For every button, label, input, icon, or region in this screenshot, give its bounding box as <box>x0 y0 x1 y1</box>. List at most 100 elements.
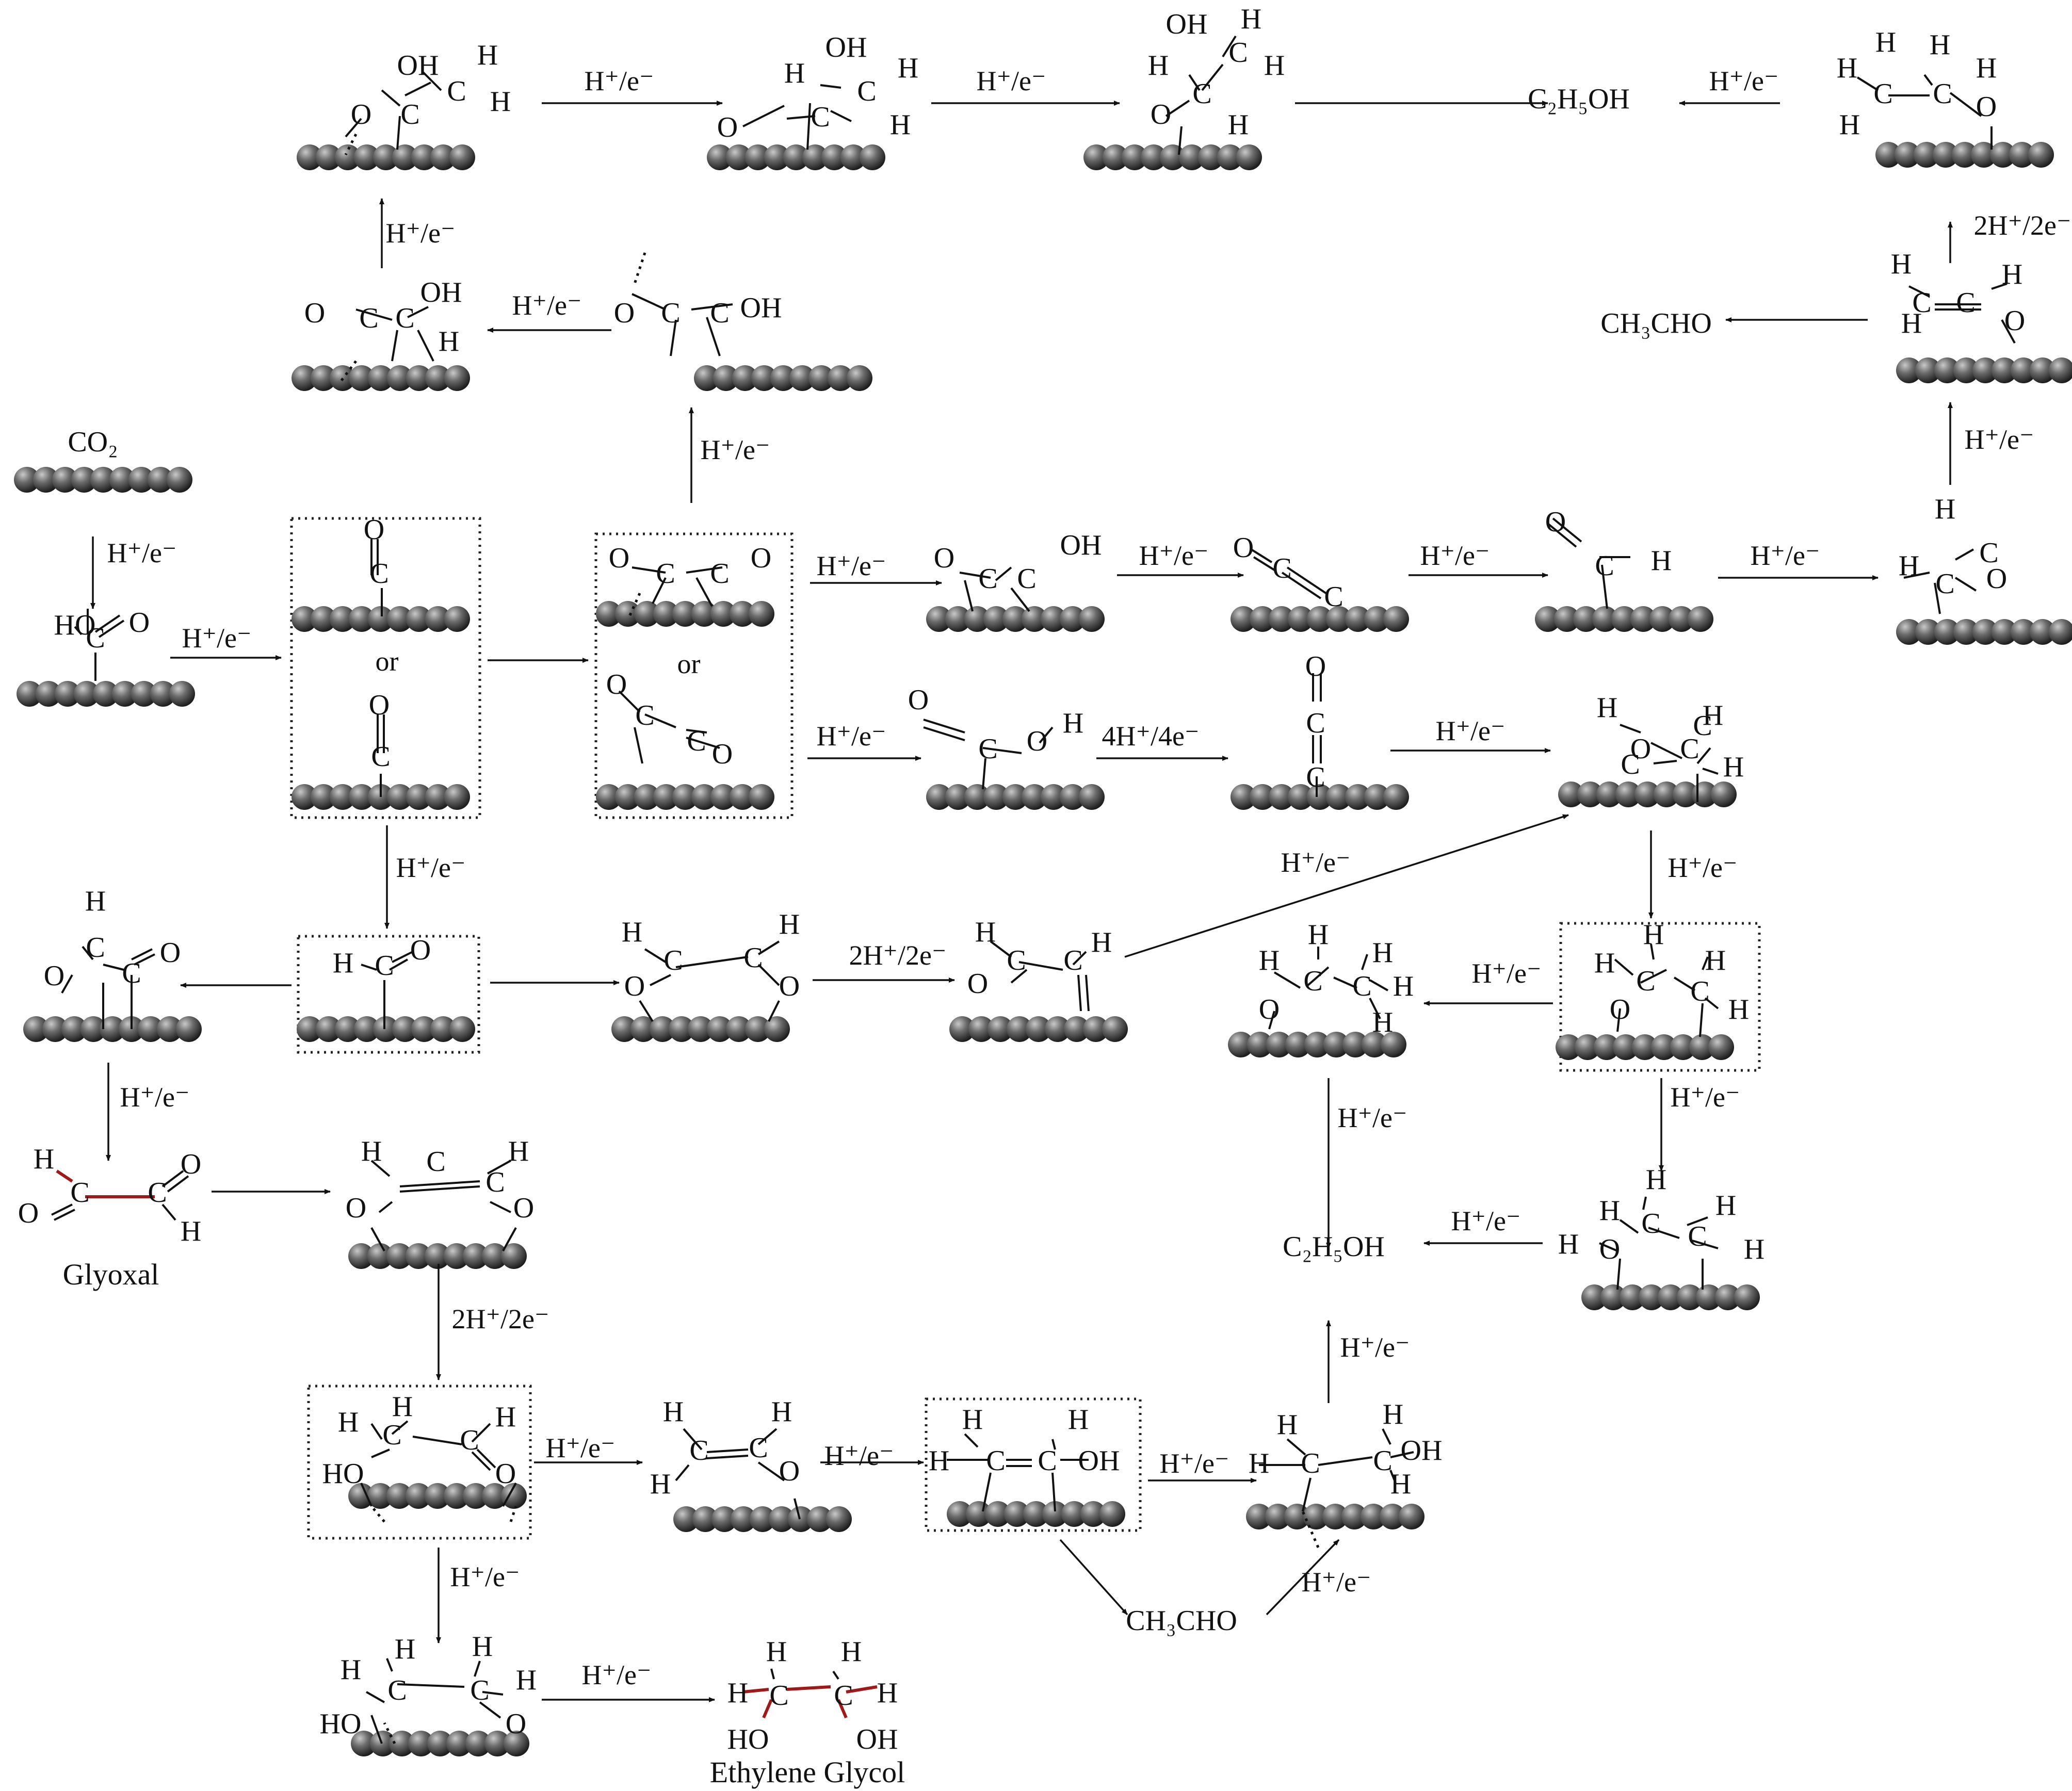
label: H⁺/e⁻ <box>701 434 770 465</box>
surface-atom <box>1022 606 1047 632</box>
surface-atom <box>370 1731 396 1756</box>
bond <box>1072 951 1087 966</box>
label: O <box>513 1192 534 1224</box>
label: H <box>1703 699 1723 731</box>
bond <box>1702 956 1709 970</box>
catalyst-surface <box>1558 781 1737 807</box>
bond <box>1333 976 1357 989</box>
surface-atom <box>1992 619 2017 645</box>
label: H <box>341 1654 361 1686</box>
label: OH <box>1166 8 1208 40</box>
label: C <box>811 101 830 133</box>
surface-atom <box>1711 781 1737 807</box>
surface-atom <box>100 1016 125 1042</box>
bond <box>366 1691 385 1703</box>
bond <box>964 1433 979 1448</box>
label: C <box>1956 287 1975 319</box>
surface-atom <box>1669 606 1694 632</box>
surface-atom <box>730 601 755 627</box>
bond <box>964 580 974 612</box>
intermediate-box <box>594 532 794 819</box>
bond <box>2001 319 2016 344</box>
label: H⁺/e⁻ <box>120 1082 190 1113</box>
surface-atom <box>1708 1034 1734 1060</box>
catalyst-surface <box>297 1016 475 1042</box>
bond <box>806 103 811 150</box>
label: H <box>1728 994 1749 1025</box>
bond <box>471 1423 491 1443</box>
label: OH <box>420 276 462 308</box>
surface-atom <box>634 784 660 810</box>
surface-atom <box>387 606 413 632</box>
surface-atom <box>411 1016 437 1042</box>
surface-atom <box>828 365 853 391</box>
surface-atom <box>630 1016 656 1042</box>
label: C <box>1301 1447 1320 1479</box>
label: H <box>1935 493 1955 525</box>
label: CO₂ <box>68 426 118 458</box>
surface-atom <box>968 1016 994 1042</box>
bond <box>982 758 986 790</box>
label: CH₃CHO <box>1126 1605 1237 1637</box>
bond <box>74 626 83 636</box>
catalyst-surface <box>707 144 885 170</box>
label: O <box>506 1708 526 1740</box>
bond <box>61 974 73 994</box>
label: C <box>687 725 706 757</box>
adsorption-bond <box>370 1505 385 1523</box>
label: C <box>1303 965 1322 997</box>
label: O <box>779 1455 800 1487</box>
surface-atom <box>710 784 736 810</box>
label: H⁺/e⁻ <box>1671 1082 1740 1113</box>
bond <box>391 330 398 362</box>
bond <box>378 1201 393 1213</box>
catalyst-surface <box>1556 1034 1734 1060</box>
surface-atom <box>23 1016 49 1042</box>
label: H⁺/e⁻ <box>1472 958 1542 989</box>
surface-atom <box>1269 606 1294 632</box>
surface-atom <box>807 1506 833 1532</box>
label: H <box>1899 550 1919 582</box>
bond <box>161 1170 184 1187</box>
surface-atom <box>1345 784 1371 810</box>
bond <box>487 1160 511 1175</box>
label: C <box>986 1445 1005 1477</box>
label: H <box>338 1406 359 1438</box>
bond <box>1687 1216 1708 1226</box>
bond <box>476 1448 496 1469</box>
bond <box>786 115 816 120</box>
surface-atom <box>688 1016 714 1042</box>
surface-atom <box>444 1483 470 1509</box>
bond <box>103 964 124 971</box>
surface-atom <box>1322 1504 1348 1529</box>
bond <box>1699 1003 1704 1037</box>
catalyst-surface <box>1896 619 2072 645</box>
label: H <box>1599 1195 1620 1227</box>
label: H <box>784 57 805 89</box>
label: H⁺/e⁻ <box>546 1432 616 1463</box>
label: OH <box>856 1723 898 1755</box>
bond <box>1673 976 1696 991</box>
label: H⁺/e⁻ <box>450 1561 520 1592</box>
label: H <box>2002 258 2022 290</box>
bond <box>1614 958 1634 976</box>
bond <box>370 1160 391 1177</box>
label: O <box>346 1192 366 1224</box>
surface-atom <box>1060 606 1086 632</box>
surface-atom <box>751 365 777 391</box>
label: C <box>447 75 466 107</box>
label: C <box>86 932 105 964</box>
bond <box>695 577 713 607</box>
bond <box>757 940 780 955</box>
bond <box>392 951 413 963</box>
surface-atom <box>504 1731 529 1756</box>
bond <box>1923 74 1933 86</box>
label: C <box>1063 945 1082 976</box>
surface-atom <box>2011 357 2036 383</box>
label: O <box>1305 650 1326 682</box>
surface-atom <box>985 1501 1011 1527</box>
surface-atom <box>373 144 399 170</box>
label: H <box>877 1677 898 1709</box>
surface-atom <box>1345 606 1371 632</box>
catalyst-surface <box>292 365 470 391</box>
